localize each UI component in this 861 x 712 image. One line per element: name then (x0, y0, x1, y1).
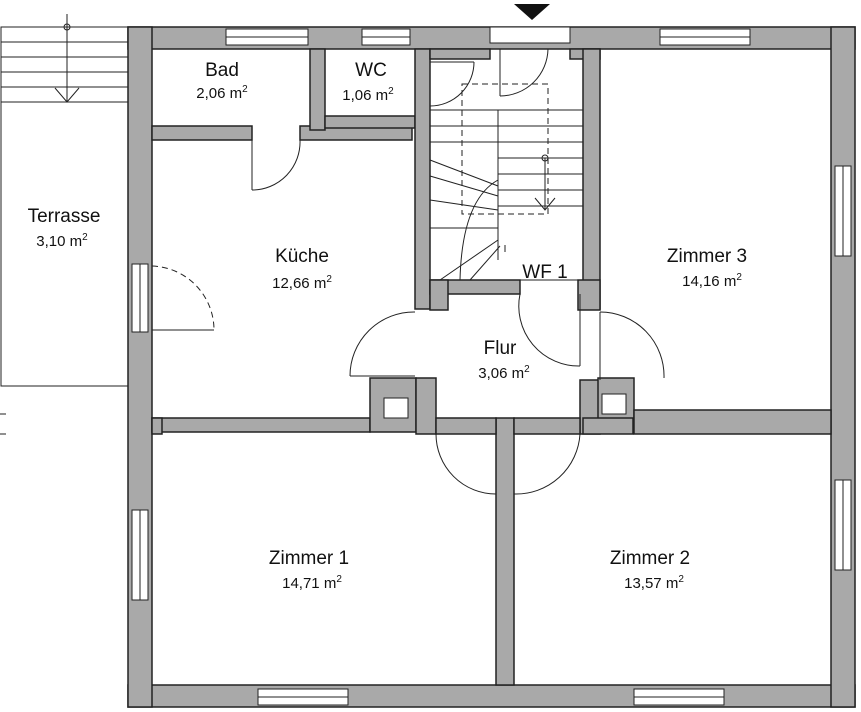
svg-text:3,06 m2: 3,06 m2 (478, 364, 530, 382)
room-name: Zimmer 1 (269, 548, 349, 569)
room-name: Zimmer 2 (610, 548, 690, 569)
room-name: WC (355, 60, 387, 81)
room-label-zimmer2: Zimmer 2 13,57 m2 (610, 548, 690, 592)
room-label-wc: WC 1,06 m2 (342, 60, 394, 104)
entrance-arrow-icon (514, 4, 550, 20)
room-label-bad: Bad 2,06 m2 (196, 60, 248, 102)
shafts (383, 393, 627, 419)
svg-text:12,66 m2: 12,66 m2 (272, 274, 332, 292)
room-label-terrasse: Terrasse 3,10 m2 (28, 206, 101, 250)
windows (131, 26, 852, 706)
svg-text:14,71 m2: 14,71 m2 (282, 574, 342, 592)
room-label-kueche: Küche 12,66 m2 (272, 246, 332, 292)
room-name: Zimmer 3 (667, 246, 747, 267)
svg-text:13,57 m2: 13,57 m2 (624, 574, 684, 592)
svg-text:14,16 m2: 14,16 m2 (682, 272, 742, 290)
staircase (429, 83, 584, 281)
room-name: Terrasse (28, 206, 101, 227)
room-label-zimmer1: Zimmer 1 14,71 m2 (269, 548, 349, 592)
svg-text:2,06 m2: 2,06 m2 (196, 84, 248, 102)
stair-label: WF 1 (522, 262, 567, 283)
room-name: Küche (275, 246, 329, 267)
svg-text:3,10 m2: 3,10 m2 (36, 232, 88, 250)
inner-walls (151, 48, 832, 686)
room-label-flur: Flur 3,06 m2 (478, 338, 530, 382)
doors (151, 48, 665, 495)
room-name: Bad (205, 60, 239, 81)
room-label-zimmer3: Zimmer 3 14,16 m2 (667, 246, 747, 290)
svg-text:1,06 m2: 1,06 m2 (342, 86, 394, 104)
room-name: Flur (484, 338, 517, 359)
